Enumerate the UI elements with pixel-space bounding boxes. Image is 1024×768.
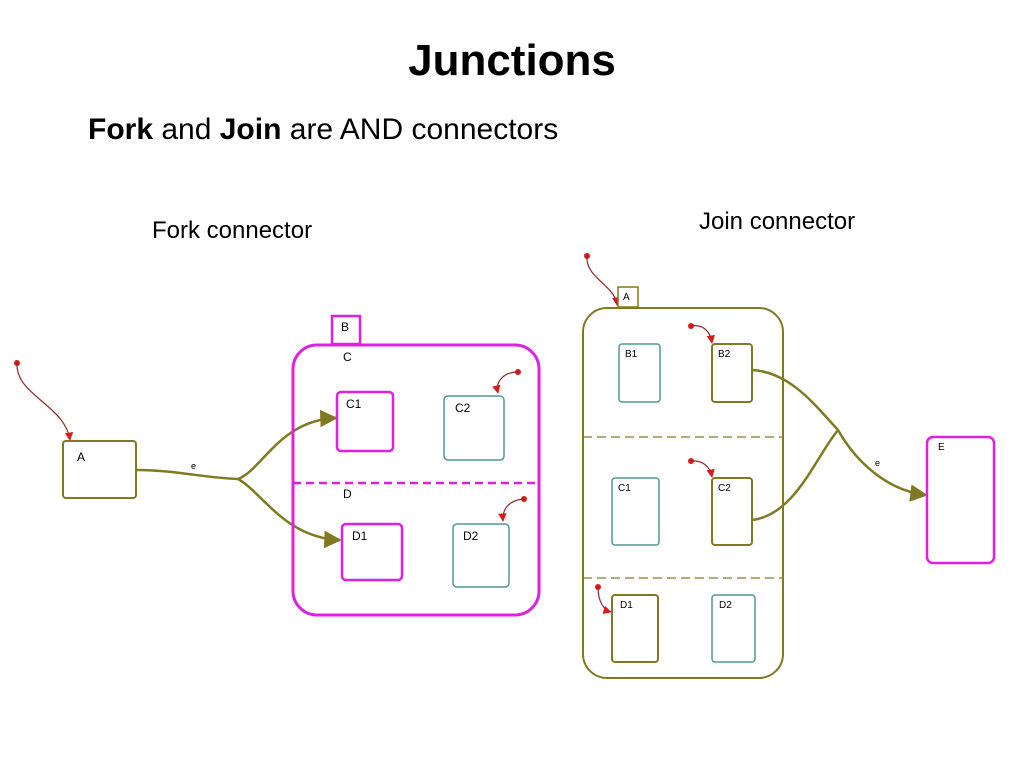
join-default-transition-a	[584, 253, 621, 306]
fork-region-d-label: D	[343, 487, 352, 501]
slide-subtitle: Fork and Join are AND connectors	[88, 113, 558, 147]
join-state-c2: C2	[711, 477, 753, 546]
fork-state-c1-label: C1	[346, 397, 362, 411]
join-state-b2: B2	[711, 343, 753, 403]
join-state-a-tab: A	[617, 286, 639, 308]
join-state-c1-label: C1	[618, 483, 631, 494]
join-branch-from-b2	[751, 368, 839, 431]
fork-state-a: A	[62, 440, 137, 499]
join-state-d2: D2	[711, 594, 756, 663]
fork-region-c-label: C	[343, 350, 352, 364]
subtitle-fork: Fork	[88, 113, 154, 146]
fork-default-transition-a	[14, 360, 74, 441]
fork-state-c1: C1	[335, 390, 395, 453]
subtitle-rest: are AND connectors	[281, 113, 559, 146]
join-state-c1: C1	[611, 477, 660, 546]
fork-transition-trunk	[135, 468, 239, 481]
fork-state-c2-label: C2	[455, 401, 471, 415]
join-state-b2-label: B2	[718, 349, 731, 360]
fork-state-b-tab: B	[330, 314, 362, 346]
join-default-transition-c2	[688, 458, 715, 478]
fork-event-label: e	[191, 461, 196, 471]
fork-state-b	[291, 343, 541, 617]
fork-state-b-label: B	[341, 320, 349, 334]
join-state-c2-label: C2	[718, 483, 731, 494]
join-state-a	[582, 307, 784, 679]
fork-state-c2: C2	[443, 395, 505, 461]
join-transition-to-e	[836, 429, 928, 502]
fork-default-transition-d2	[498, 496, 527, 522]
fork-state-d2: D2	[452, 523, 510, 588]
fork-state-d1-label: D1	[352, 529, 368, 543]
fork-diagram: A e B C D C1 C2	[14, 314, 541, 617]
fork-state-a-label: A	[77, 450, 85, 464]
join-state-b1: B1	[618, 343, 661, 403]
join-state-d2-label: D2	[719, 600, 732, 611]
fork-caption: Fork connector	[152, 217, 313, 244]
join-state-b1-label: B1	[625, 349, 638, 360]
join-state-e: E	[925, 435, 996, 565]
join-default-transition-b2	[688, 323, 715, 344]
join-branch-from-c2	[751, 429, 839, 522]
subtitle-and: and	[153, 113, 220, 146]
subtitle-join: Join	[219, 113, 282, 146]
fork-branch-to-d1	[237, 477, 342, 549]
join-caption: Join connector	[699, 208, 856, 235]
join-default-transition-d1	[595, 584, 612, 614]
join-state-d1: D1	[611, 594, 659, 663]
fork-state-d2-label: D2	[463, 529, 479, 543]
join-state-e-label: E	[938, 442, 945, 453]
join-state-d1-label: D1	[620, 600, 633, 611]
join-state-a-label: A	[623, 292, 630, 303]
join-diagram: A B1 B2 C1 C2	[582, 253, 996, 679]
slide-title: Junctions	[408, 36, 616, 85]
fork-default-transition-c2	[492, 369, 521, 394]
fork-branch-to-c1	[237, 409, 338, 481]
fork-state-d1: D1	[340, 522, 404, 582]
join-event-label: e	[875, 458, 880, 468]
